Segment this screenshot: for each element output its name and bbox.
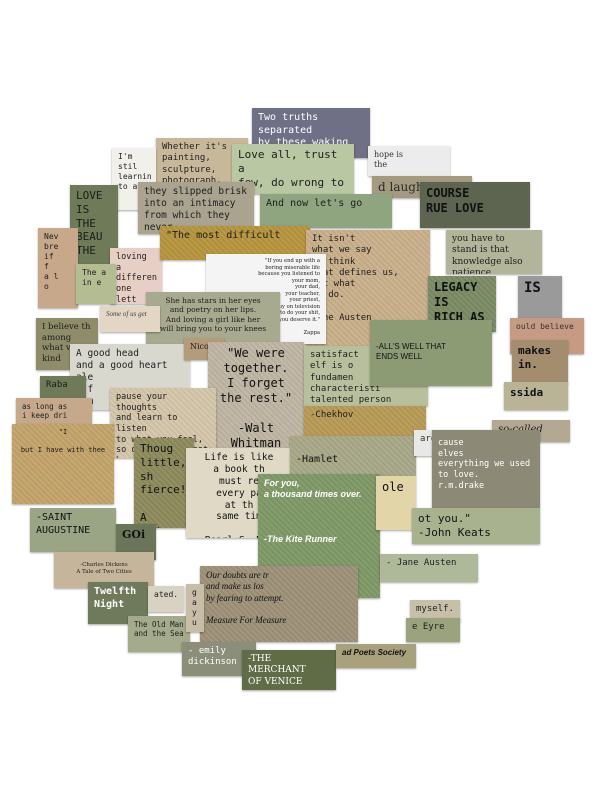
- card-text: "I but I have with thee: [20, 428, 106, 454]
- quote-card-and-now: And now let's go: [260, 194, 392, 228]
- card-text: Thoug little, sh fierce! A Midsumm: [140, 442, 187, 528]
- quote-card-twelfth: Twelfth Night: [88, 582, 148, 624]
- quote-card-because: cause elves everything we used to love. …: [432, 430, 540, 508]
- card-text: they slipped brisk into an intimacy from…: [144, 186, 247, 233]
- card-text: ssida: [510, 386, 544, 399]
- card-text: -THE MERCHANT OF VENICE: [248, 654, 306, 687]
- card-text: so-called: [498, 424, 564, 437]
- quote-card-ole: ole: [376, 476, 416, 530]
- card-text: -Charles Dickens A Tale of Two Cities: [76, 562, 132, 575]
- card-text: Whether it's a painting, sculpture, phot…: [162, 142, 238, 186]
- quote-card-though: Thoug little, sh fierce! A Midsumm: [134, 438, 194, 528]
- card-text: myself.: [416, 604, 454, 614]
- quote-card-saint: -SAINT AUGUSTINE: [30, 508, 116, 552]
- card-text: COURSE RUE LOVE: [426, 186, 484, 215]
- card-text: GOi: [122, 528, 146, 541]
- card-text: you have to stand is that knowledge also…: [452, 234, 523, 274]
- card-text: ot you." -John Keats: [418, 512, 491, 539]
- card-text: "The most difficult: [166, 230, 281, 241]
- card-text: Love all, trust a few, do wrong to: [238, 148, 344, 189]
- card-text: LOVE IS THE BEAU THE: [76, 189, 103, 257]
- quote-card-slipped: they slipped brisk into an intimacy from…: [138, 182, 254, 234]
- card-text: "We were together. I forget the rest." -…: [219, 346, 293, 450]
- quote-card-course: COURSE RUE LOVE: [420, 182, 530, 228]
- card-text: Raba: [46, 380, 68, 390]
- card-text: And now let's go: [266, 198, 363, 209]
- quote-card-merchant: -THE MERCHANT OF VENICE: [242, 650, 336, 690]
- quote-card-stars: She has stars in her eyes and poetry on …: [146, 292, 280, 344]
- card-text: Our doubts are tr and make us los by fea…: [206, 570, 287, 625]
- card-text: Life is like a book th must re every pa …: [199, 452, 279, 538]
- card-text: Two truths separated by these waking: [258, 112, 349, 148]
- quote-card-bit-thee: "I but I have with thee: [12, 424, 114, 504]
- card-text: ole: [382, 480, 404, 494]
- card-text: satisfact elf is o fundamen characterist…: [310, 350, 392, 405]
- card-text: -SAINT AUGUSTINE: [36, 512, 91, 536]
- card-text: - Jane Austen: [386, 558, 457, 568]
- card-text: -Hamlet: [296, 454, 339, 465]
- card-text: She has stars in her eyes and poetry on …: [159, 296, 267, 334]
- quote-card-hope: hope is the: [368, 146, 450, 176]
- card-text: Twelfth Night: [94, 586, 137, 610]
- card-text: Nicol: [190, 342, 212, 351]
- quote-card-poets: ad Poets Society: [336, 644, 416, 668]
- card-text: IS: [524, 280, 541, 296]
- card-text: ad Poets Society: [342, 648, 407, 657]
- card-text: The Old Man and the Sea: [134, 620, 184, 639]
- card-text: The a in e: [82, 268, 107, 287]
- card-text: ated.: [154, 590, 179, 599]
- card-text: -ALL'S WELL THAT ENDS WELL: [376, 342, 446, 361]
- card-text: ould believe: [516, 322, 574, 331]
- card-text: I'm stil learnin to a: [118, 152, 152, 191]
- quote-card-never: Nev bre if f a l o: [38, 228, 78, 308]
- quote-card-ssida: ssida: [504, 382, 568, 410]
- card-text: as long as i keep dri: [22, 402, 68, 421]
- card-text: For you, a thousand times over. -The Kit…: [264, 478, 362, 545]
- quote-card-alls-well: -ALL'S WELL THAT ENDS WELL: [370, 320, 492, 386]
- card-text: loving a differen one lett clas: [116, 252, 157, 304]
- quote-card-doubts: Our doubts are tr and make us los by fea…: [200, 566, 358, 642]
- card-text: makes in.: [518, 344, 552, 371]
- quote-card-ated: ated.: [148, 586, 184, 612]
- card-text: - emily dickinson: [188, 646, 237, 668]
- quote-card-is: IS: [518, 276, 562, 320]
- quote-card-you-have-to: you have to stand is that knowledge also…: [446, 230, 542, 274]
- card-text: I believe th among what v kind: [42, 322, 91, 364]
- quote-card-as-long: as long as i keep dri: [16, 398, 92, 428]
- card-text: g a y u: [192, 588, 197, 627]
- quote-card-some-of-us: Some of us get: [100, 306, 160, 332]
- card-text: cause elves everything we used to love. …: [438, 438, 531, 491]
- card-text: Nev bre if f a l o: [44, 232, 59, 291]
- quote-card-believe-the: I believe th among what v kind: [36, 318, 98, 370]
- quote-card-raba: Raba: [40, 376, 86, 398]
- card-text: Some of us get: [106, 310, 147, 318]
- card-text: e Eyre: [412, 622, 445, 632]
- card-text: It isn't what we say or think that defin…: [312, 234, 399, 323]
- quote-card-gray: g a y u: [186, 584, 204, 632]
- quote-card-chekhov: -Chekhov: [304, 406, 426, 436]
- quote-card-old-man: The Old Man and the Sea: [128, 616, 190, 652]
- quote-card-hamlet: -Hamlet: [290, 436, 416, 476]
- card-text: -Chekhov: [310, 410, 354, 420]
- quote-card-makes: makes in.: [512, 340, 568, 384]
- quote-card-we-were: "We were together. I forget the rest." -…: [208, 342, 304, 458]
- quote-card-austen2: - Jane Austen: [380, 554, 478, 582]
- quote-card-the-a: The a in e: [76, 264, 116, 304]
- quote-card-keats: ot you." -John Keats: [412, 508, 540, 544]
- card-text: hope is the: [374, 150, 404, 169]
- quote-card-myself: myself.: [410, 600, 460, 622]
- card-text: are: [420, 434, 437, 444]
- quote-card-eyre: e Eyre: [406, 618, 460, 642]
